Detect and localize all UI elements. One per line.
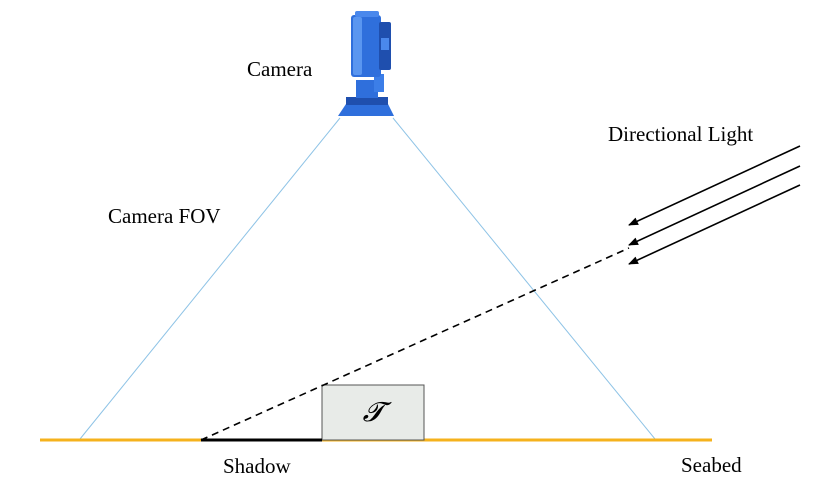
fov-line-left bbox=[79, 117, 341, 440]
directional-light-label: Directional Light bbox=[608, 122, 753, 146]
camera-fov-label: Camera FOV bbox=[108, 204, 221, 228]
seabed-label: Seabed bbox=[681, 453, 742, 477]
light-ray-arrow-2 bbox=[628, 165, 801, 246]
camera-label: Camera bbox=[247, 57, 313, 81]
shadow-label: Shadow bbox=[223, 454, 292, 478]
fov-line-right bbox=[392, 117, 656, 440]
light-ray-arrow-3 bbox=[628, 184, 801, 265]
object-box bbox=[321, 384, 425, 441]
camera-icon bbox=[338, 11, 394, 116]
light-ray-dashed bbox=[200, 247, 630, 441]
light-ray-arrow-1 bbox=[628, 145, 801, 226]
